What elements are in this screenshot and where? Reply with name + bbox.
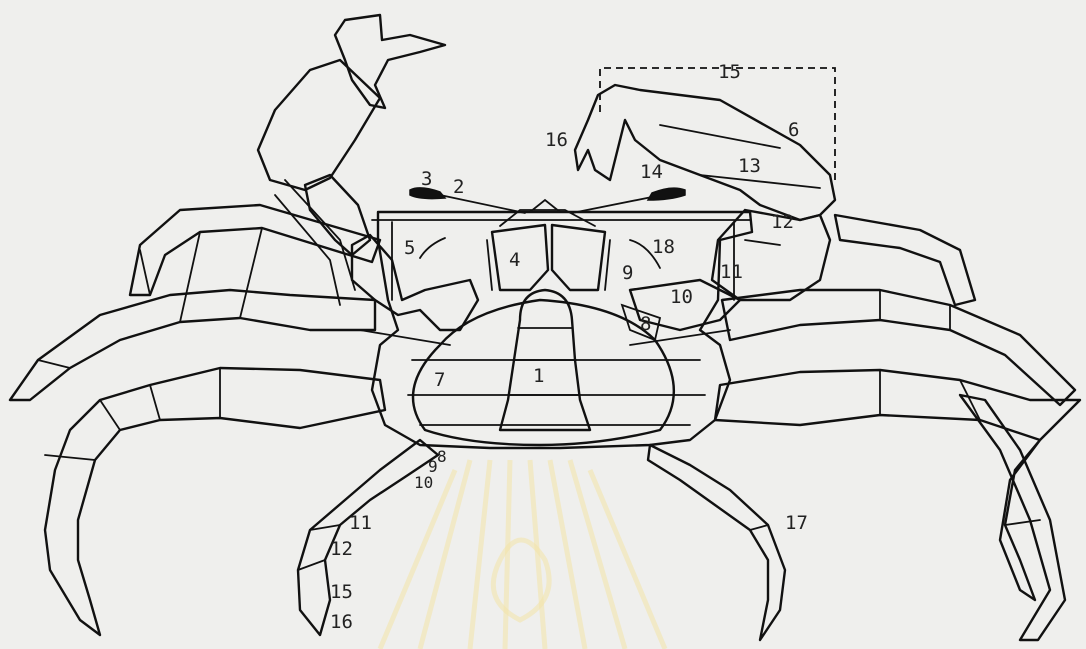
sternum (360, 300, 730, 445)
mouthparts (487, 200, 610, 290)
part-labels: 1 2 3 4 5 6 7 8 8 9 9 10 10 11 11 12 12 … (330, 61, 808, 633)
label-12-right: 12 (771, 211, 794, 233)
label-10-left: 10 (414, 473, 433, 492)
label-17: 17 (785, 512, 808, 534)
label-15-left: 15 (330, 581, 353, 603)
label-7: 7 (434, 369, 445, 391)
label-11-right: 11 (720, 261, 743, 283)
label-16-top: 16 (545, 129, 568, 151)
label-13: 13 (738, 155, 761, 177)
label-8-left: 8 (437, 447, 447, 466)
dashed-bracket-15 (600, 68, 835, 180)
label-14: 14 (640, 161, 663, 183)
label-1: 1 (533, 365, 544, 387)
abdomen (500, 290, 590, 430)
label-12-left: 12 (330, 538, 353, 560)
label-3: 3 (421, 168, 432, 190)
label-18: 18 (652, 236, 675, 258)
label-10-right: 10 (670, 286, 693, 308)
label-16-left: 16 (330, 611, 353, 633)
label-5: 5 (404, 237, 415, 259)
label-11-left: 11 (349, 512, 372, 534)
left-cheliped (258, 15, 478, 330)
label-2: 2 (453, 176, 464, 198)
left-walking-legs (10, 205, 438, 635)
label-15-top: 15 (718, 61, 741, 83)
label-6: 6 (788, 119, 799, 141)
label-8-right: 8 (640, 313, 651, 335)
label-4: 4 (509, 249, 520, 271)
label-9-right: 9 (622, 262, 633, 284)
